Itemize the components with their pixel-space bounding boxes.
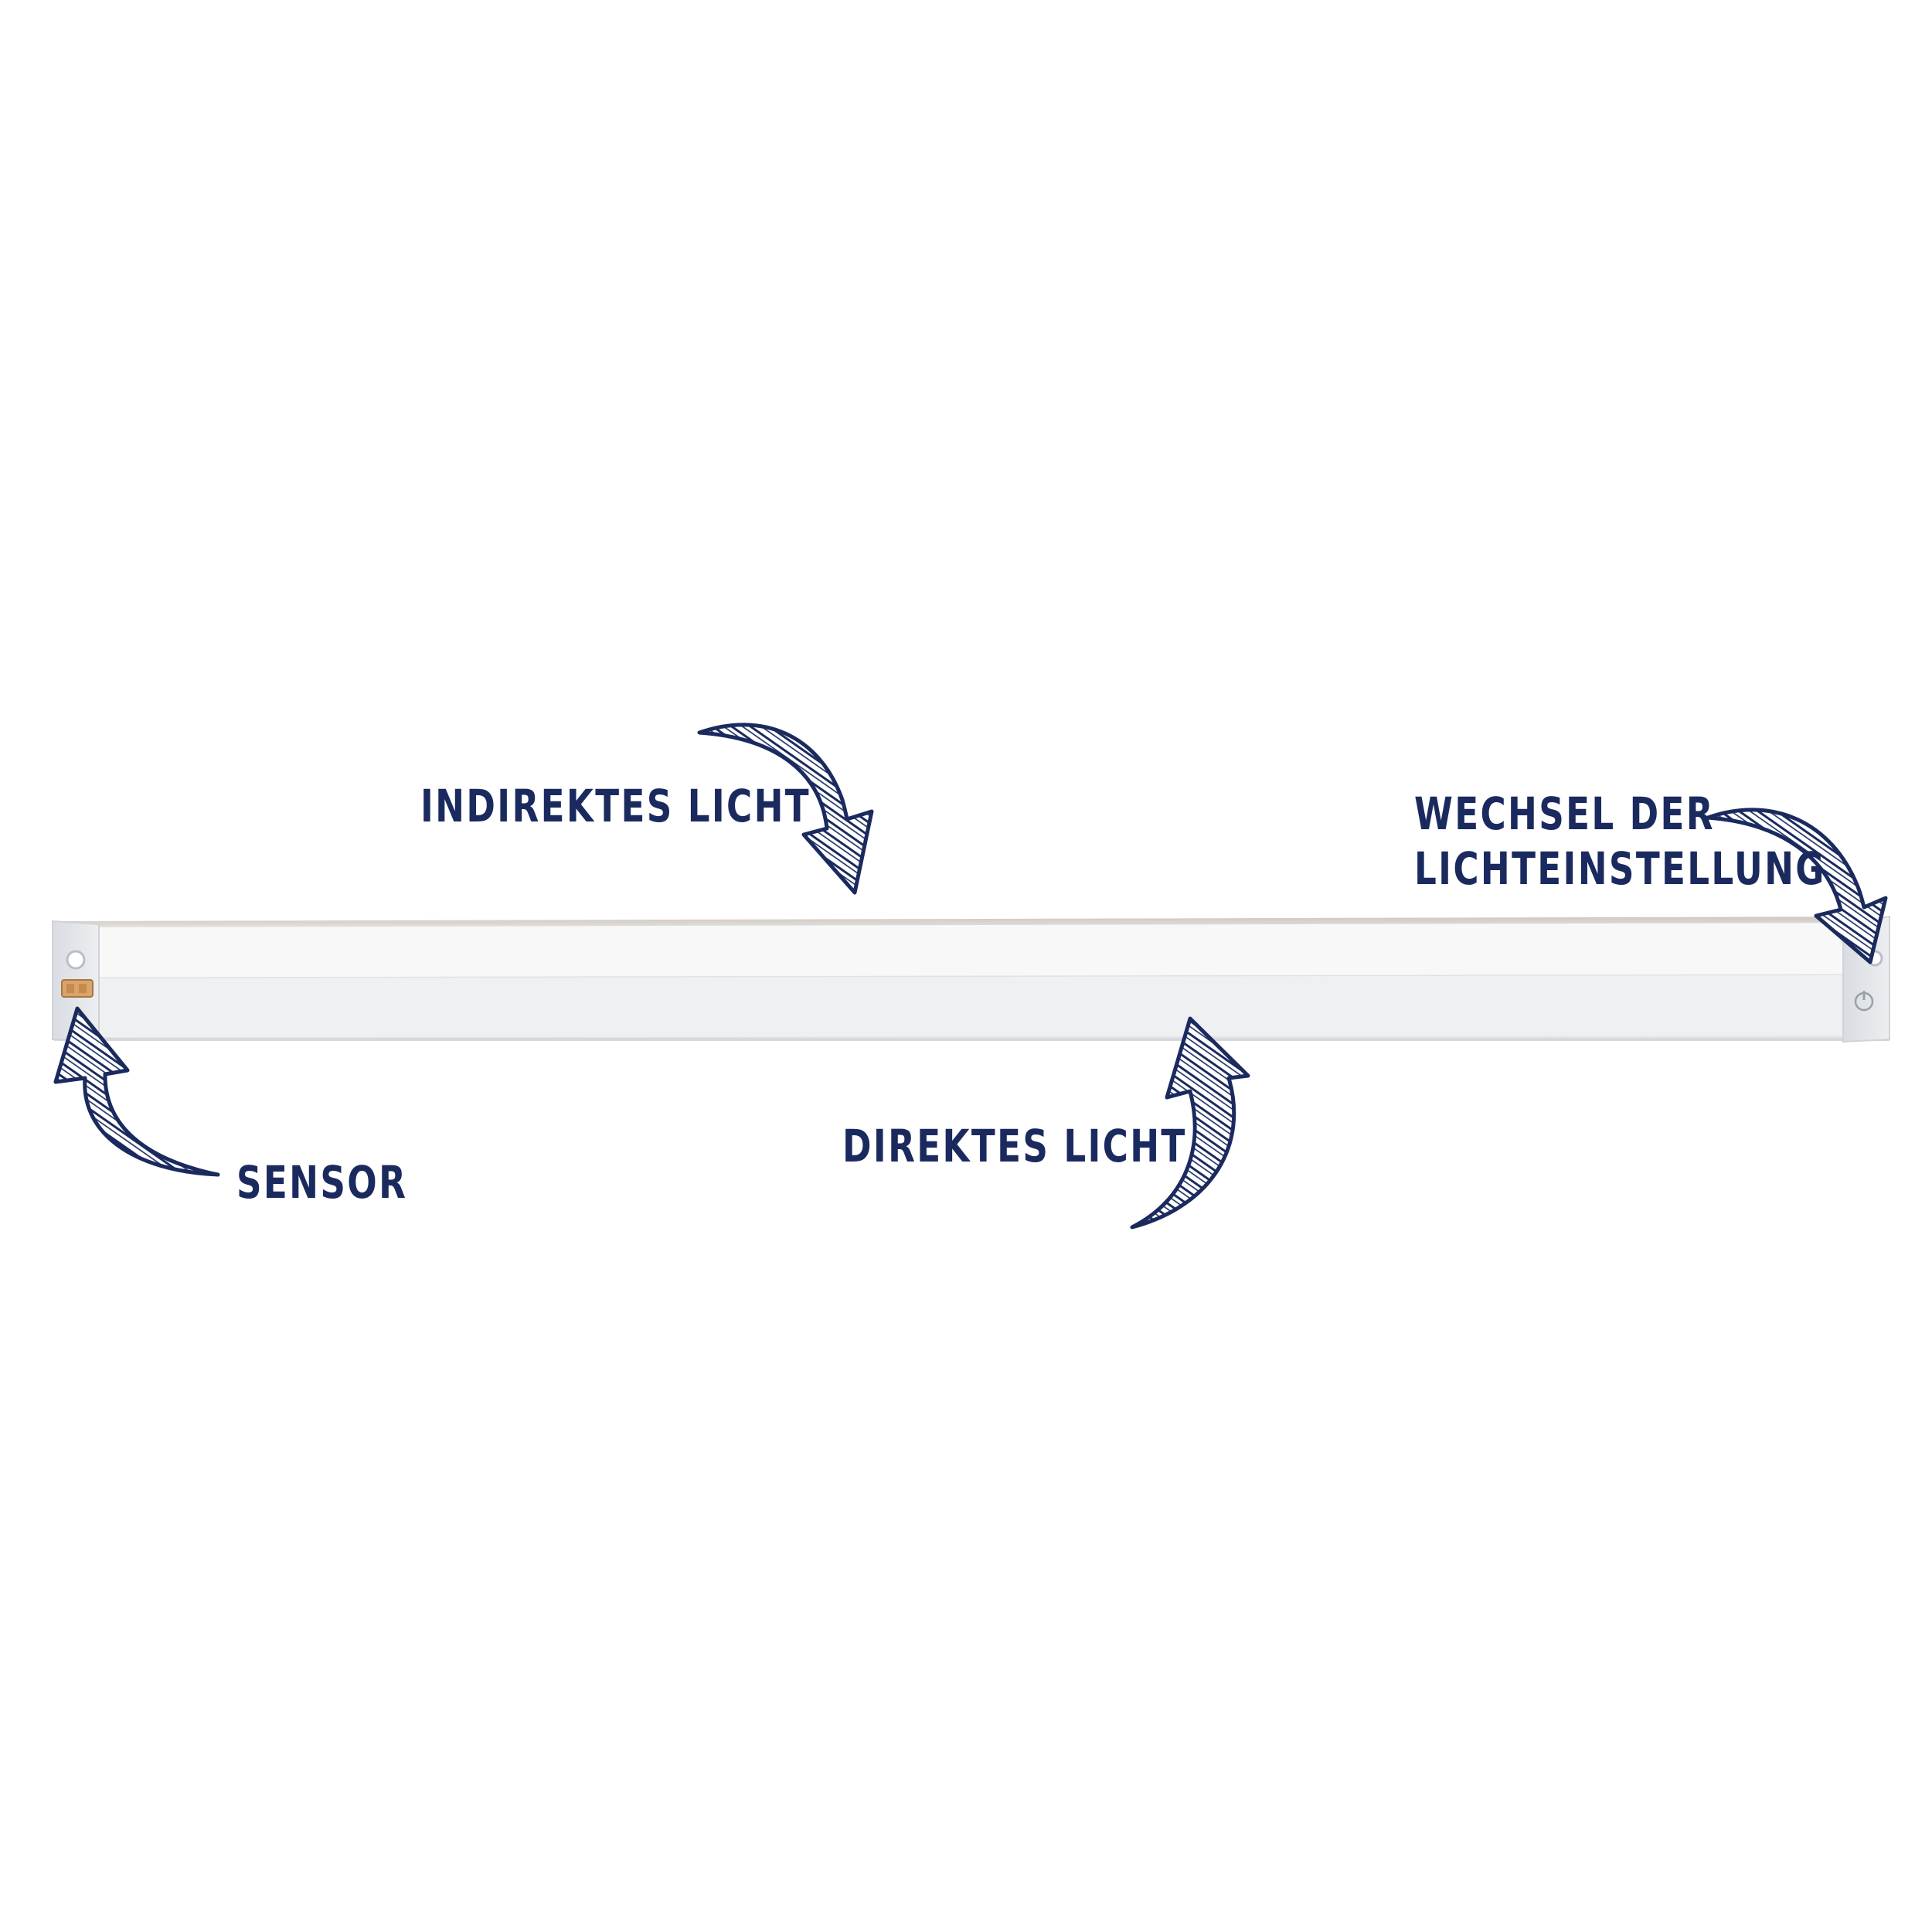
label-light-setting-switch-line1: WECHSEL DER (1414, 787, 1715, 840)
label-sensor: SENSOR (236, 1156, 408, 1209)
label-light-setting-switch: WECHSEL DER LICHTEINSTELLUNG (1414, 787, 1826, 896)
label-indirect-light: INDIREKTES LICHT (420, 780, 811, 832)
arrow-sensor-icon (53, 1006, 220, 1177)
arrow-switch-icon (1706, 808, 1888, 964)
arrow-direct-icon (1130, 1016, 1250, 1230)
label-direct-light: DIREKTES LICHT (842, 1120, 1187, 1172)
sensor-icon (61, 950, 94, 998)
label-light-setting-switch-line2: LICHTEINSTELLUNG (1414, 842, 1826, 895)
led-light-bar (52, 915, 1890, 1043)
arrow-indirect-icon (697, 723, 874, 895)
